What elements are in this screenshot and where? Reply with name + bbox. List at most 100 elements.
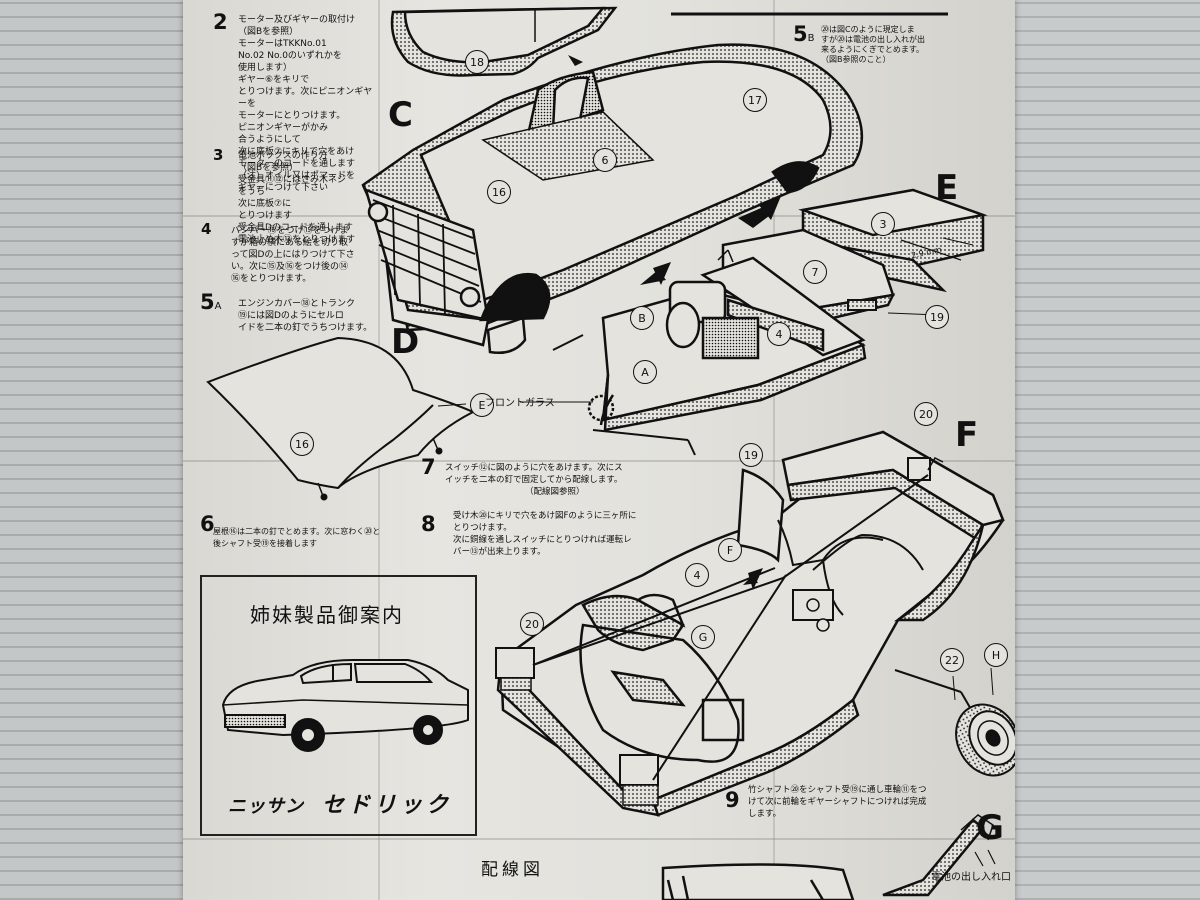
text-line: とりつけます	[238, 211, 293, 221]
paper-fold	[183, 838, 1015, 840]
instruction-sheet: C D E F G 2 モーター及びギヤーの取付け （図Bを参照） モーターはT…	[183, 0, 1015, 900]
part-number-p7: 7	[803, 260, 827, 284]
step-4-text: バンパー⑯をつけ⑮をつけま すが箱の横にある絵を切り取 って図Dの上にはりつけて…	[231, 225, 373, 285]
part-number-p6: 6	[593, 148, 617, 172]
battery-slot-label: 電池の出し入れ口	[931, 872, 1011, 883]
sister-product-title: 姉妹製品御案内	[250, 603, 404, 627]
step-number: 3	[213, 146, 224, 164]
step-number: 5A	[200, 290, 221, 314]
text-line: （図B参照のこと）	[821, 55, 891, 64]
text-line: ピニオンギヤーがかみ	[238, 123, 329, 133]
text-line: 受け木⑳にキリで穴をあけ図Fのように三ヶ所に	[453, 511, 637, 521]
part-number-pH: H	[984, 643, 1008, 667]
base-chassis-f	[495, 430, 1005, 817]
wheel-h	[894, 669, 1015, 777]
arrow-icon	[640, 262, 671, 285]
arrow-icon	[743, 568, 763, 590]
text-line: 電池止め木⑬をとりつけます	[238, 235, 356, 245]
step-2-text: モーター及びギヤーの取付け （図Bを参照） モーターはTKKNo.01 No.0…	[238, 14, 373, 194]
text-line: 屋根⑯は二本の釘でとめます。次に窓わく⑳と	[213, 527, 381, 536]
text-line: 次に底板⑦に	[238, 199, 292, 209]
step-7-text: スイッチ⑫に図のように穴をあけます。次にス イッチを二本の釘で固定してから配線し…	[445, 462, 685, 498]
text-line: 受金具Dのコードを通します	[238, 223, 353, 233]
part-number-pF: F	[718, 538, 742, 562]
brand-name: ニッサン	[228, 796, 304, 817]
step-sub-label: A	[214, 301, 222, 312]
step-number: 6	[200, 512, 215, 536]
part-number-pG: G	[691, 625, 715, 649]
text-line: エンジンカバー⑱とトランク	[238, 299, 356, 309]
step-number: 9	[725, 788, 740, 812]
text-line: 次に銅線を通しスイッチにとりつければ運転レ	[453, 535, 632, 545]
text-line: ギヤーにつけて下さい	[238, 183, 329, 193]
part-number-p16a: 16	[487, 180, 511, 204]
text-line: 竹シャフト⑳をシャフト受⑲に通し車輪⑪をつ	[748, 785, 927, 795]
roof-piece-18	[390, 6, 618, 77]
text-line: い。次に⑮及⑯をつけ後の⑭	[231, 262, 349, 272]
text-line: モーターのコードを通します	[238, 159, 356, 169]
text-line: モーター及びギヤーの取付け	[238, 15, 356, 25]
text-line: 合うようにして	[238, 135, 301, 145]
step-number-value: 5	[200, 290, 215, 314]
part-number-p19a: 19	[925, 305, 949, 329]
text-line: 次に底板⑦にキリで穴をあけ	[238, 147, 355, 157]
part-number-p19b: 19	[739, 443, 763, 467]
part-number-p20a: 20	[914, 402, 938, 426]
step-5b-text: ⑳は図Cのように現定しま すが⑳は電池の出し入れが出 来るようにくぎでとめます。…	[821, 25, 971, 65]
text-line: すが⑳は電池の出し入れが出	[821, 35, 925, 44]
figure-label-f: F	[955, 415, 979, 455]
text-line: （注）オイル又はポマードを	[238, 171, 356, 181]
text-line: します。	[748, 809, 782, 819]
part-number-p4a: 4	[767, 322, 791, 346]
paper-fold	[773, 0, 775, 900]
part-number-p4b: 4	[685, 563, 709, 587]
text-line: （配線図参照）	[525, 487, 585, 497]
text-line: ギヤー⑥をキリで	[238, 75, 310, 85]
step-8-text: 受け木⑳にキリで穴をあけ図Fのように三ヶ所に とりつけます。 次に銅線を通しスイ…	[453, 510, 693, 558]
text-line: すが箱の横にある絵を切り取	[231, 238, 349, 248]
arrow-icon	[738, 196, 781, 228]
step-number: 5B	[793, 22, 815, 46]
text-line: ⑳は図Cのように現定しま	[821, 25, 915, 34]
windshield-sheet	[206, 336, 476, 501]
step-number: 2	[213, 10, 228, 34]
figure-label-g: G	[976, 808, 1004, 848]
text-line: 後シャフト受⑲を接着します	[213, 539, 317, 548]
step-3-text: 電池ボックスの作り方 （図Bを参照） 受金具⑪⑫にはさみ木ネジ をうち 次に底板…	[238, 150, 373, 246]
text-line: ⑯をとりつけます。	[231, 274, 312, 284]
wiring-diagram-title: 配線図	[481, 860, 544, 880]
part-number-p3: 3	[871, 212, 895, 236]
figure-label-d: D	[391, 322, 420, 362]
step-number: 7	[421, 455, 436, 479]
model-name: セドリック	[322, 793, 453, 818]
step-number: 4	[201, 220, 212, 238]
part-19-block	[847, 299, 877, 311]
cedric-car-illustration	[221, 659, 469, 752]
battery-block-3	[721, 188, 988, 327]
motor-chassis	[552, 249, 867, 456]
text-line: をうち	[238, 187, 266, 197]
part-number-p18: 18	[465, 50, 489, 74]
step-6-text: 屋根⑯は二本の釘でとめます。次に窓わく⑳と 後シャフト受⑲を接着します	[213, 526, 403, 550]
part-number-p20b: 20	[520, 612, 544, 636]
sister-product-name: ニッサンセドリック	[228, 787, 452, 819]
assembly-illustrations	[206, 6, 1015, 900]
text-line: No.02 No.0のいずれかを	[238, 51, 342, 61]
text-line: 来るようにくぎでとめます。	[821, 45, 925, 54]
text-line: イッチを二本の釘で固定してから配線します。	[445, 475, 623, 485]
text-line: ⑲には図Dのようにセルロ	[238, 311, 344, 321]
text-line: バー⑬が出来上ります。	[453, 547, 546, 557]
step-number: 8	[421, 512, 436, 536]
text-line: 使用します）	[238, 63, 293, 73]
part-number-p17: 17	[743, 88, 767, 112]
battery-cover-g	[661, 814, 994, 900]
part-number-pB: B	[630, 306, 654, 330]
corrugated-background-left	[0, 0, 190, 900]
front-glass-label: フロントガラス	[485, 398, 555, 409]
corrugated-background-right	[995, 0, 1200, 900]
step-5a-text: エンジンカバー⑱とトランク ⑲には図Dのようにセルロ イドを二本の釘でうちつけま…	[238, 298, 378, 334]
part-number-p22: 22	[940, 648, 964, 672]
text-line: スイッチ⑫に図のように穴をあけます。次にス	[445, 463, 623, 473]
text-line: って図Dの上にはりつけて下さ	[231, 250, 355, 260]
text-line: とりつけます。	[453, 523, 512, 533]
